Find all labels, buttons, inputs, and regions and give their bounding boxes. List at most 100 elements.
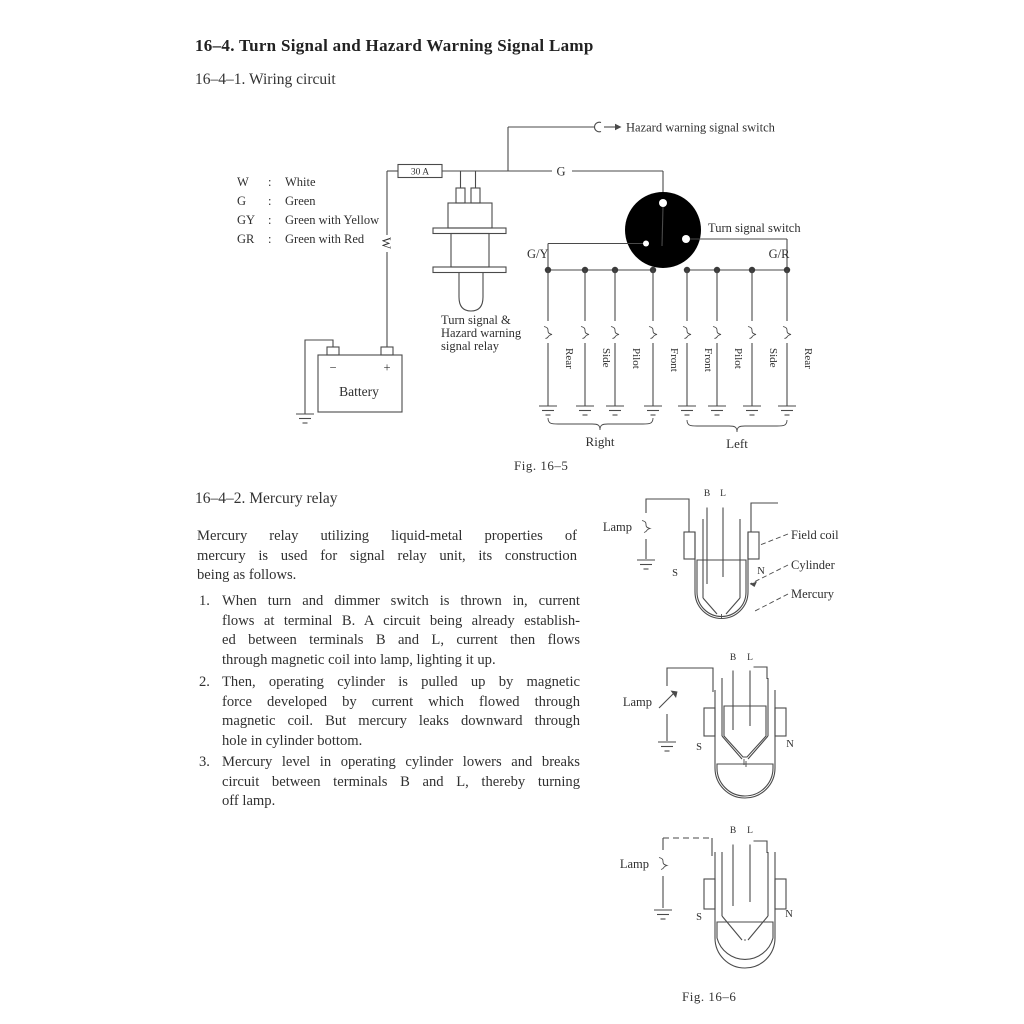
terminal-b-label: B [730, 653, 736, 663]
text-line: force developed by current which flowed … [222, 693, 580, 710]
lamp-label: Pilot [732, 348, 744, 369]
mercury-fill [716, 763, 774, 797]
legend-sep: : [268, 213, 271, 227]
coil-wire [750, 502, 778, 532]
list-number: 1. [199, 593, 210, 609]
legend-code: GY [237, 213, 255, 227]
field-coil-label: Field coil [791, 528, 839, 542]
lamp-label: Lamp [603, 520, 632, 534]
hazard-switch-branch: Hazard warning signal switch [507, 121, 776, 171]
lamp-label: Front [668, 348, 680, 372]
list-number: 3. [199, 754, 210, 770]
turn-switch-label: Turn signal switch [708, 221, 801, 235]
legend-name: Green with Yellow [285, 213, 379, 227]
text-line: magnetic coil. But mercury leaks downwar… [222, 713, 580, 729]
legend-sep: : [268, 194, 271, 208]
text-line: through magnetic coil into lamp, lightin… [222, 651, 496, 668]
section-heading-mercury-relay: 16–4–2. Mercury relay [195, 490, 338, 507]
text-line: hole in cylinder bottom. [222, 732, 363, 749]
text-line: mercury is used for signal relay unit, i… [197, 547, 577, 564]
text-line: When turn and dimmer switch is thrown in… [222, 593, 580, 609]
wire-label-gr: G/R [769, 247, 791, 261]
lamp-label: Side [600, 348, 612, 368]
fuse: 30 A [387, 163, 443, 179]
operating-cylinder [721, 678, 769, 767]
battery-label: Battery [339, 384, 379, 399]
list-item: 2. Then, operating cylinder is pulled up… [197, 673, 580, 751]
pole-n-label: N [757, 566, 765, 577]
legend-code: GR [237, 232, 255, 246]
mercury-relay-state-3: Lamp B L S N [620, 826, 793, 969]
mercury-relay-diagrams: Lamp B L S N Field coil [603, 489, 839, 969]
legend-name: White [285, 175, 316, 189]
battery-minus-terminal: − [329, 361, 336, 375]
lamp-left-side [741, 267, 763, 415]
field-coil [747, 531, 760, 560]
left-group-brace [686, 419, 788, 433]
text-line: ed between terminals B and L, current th… [222, 632, 580, 648]
lamp-label: Side [767, 348, 779, 368]
lamp-right-side [574, 267, 596, 415]
ground-symbol [295, 413, 315, 424]
intro-paragraph: Mercury relay utilizing liquid-metal pro… [197, 527, 577, 586]
field-coil [703, 878, 716, 910]
legend-name: Green with Red [285, 232, 365, 246]
figure-caption: Fig. 16–5 [514, 458, 569, 473]
operating-cylinder [721, 852, 769, 941]
figure-caption: Fig. 16–6 [682, 989, 737, 1004]
text-line: Then, operating cylinder is pulled up by… [222, 674, 580, 690]
terminal-l-label: L [747, 826, 753, 836]
field-coil [683, 531, 696, 560]
mercury-relay-state-2: Lamp B L S N [623, 653, 794, 799]
right-group-brace [547, 417, 654, 431]
mercury-label: Mercury [791, 587, 835, 601]
pole-s-label: S [696, 912, 702, 923]
page-title: 16–4. Turn Signal and Hazard Warning Sig… [195, 36, 594, 55]
lamp-label: Pilot [630, 348, 642, 369]
coil-wire [753, 666, 768, 679]
wire-label-white: W [379, 237, 393, 249]
battery-plus-terminal: + [383, 361, 390, 375]
wire-label-green: G [556, 165, 565, 179]
lamp-label: Front [702, 348, 714, 372]
pole-s-label: S [696, 742, 702, 753]
pole-s-label: S [672, 568, 678, 579]
relay-label-line1: Turn signal & [441, 313, 511, 327]
lamp-label: Rear [563, 348, 575, 369]
mercury-fill [716, 921, 774, 960]
lamp-label: Lamp [623, 695, 652, 709]
mercury-fill [696, 559, 747, 617]
list-item: 3. Mercury level in operating cylinder l… [197, 753, 580, 812]
lamp-right-front [642, 267, 664, 415]
pole-n-label: N [786, 739, 794, 750]
legend-code: W [237, 175, 249, 189]
text-line: Mercury relay utilizing liquid-metal pro… [197, 528, 577, 544]
terminal-b-label: B [704, 489, 710, 499]
list-number: 2. [199, 674, 210, 690]
mercury-fill [723, 705, 767, 758]
vessel [694, 532, 749, 620]
field-coil [774, 878, 787, 910]
text-line: being as follows. [197, 567, 297, 583]
legend-code: G [237, 194, 246, 208]
lamp-label: Rear [802, 348, 814, 369]
mercury-relay-state-1: Lamp B L S N Field coil [603, 489, 839, 620]
connector-symbol [594, 121, 602, 133]
arrow-icon [615, 123, 622, 131]
text-line: off lamp. [222, 793, 276, 809]
lamp-wire [645, 498, 690, 532]
list-item: 1. When turn and dimmer switch is thrown… [197, 592, 580, 670]
lamp-right-pilot [604, 267, 626, 415]
lamp-left-front [676, 267, 698, 415]
section-heading-wiring-circuit: 16–4–1. Wiring circuit [195, 71, 336, 88]
lamp-wire [666, 667, 714, 692]
coil-wire [753, 840, 768, 853]
hazard-switch-label: Hazard warning signal switch [626, 121, 776, 135]
text-line: Mercury level in operating cylinder lowe… [222, 754, 580, 770]
terminal-l-label: L [747, 653, 753, 663]
legend-name: Green [285, 194, 316, 208]
ground-symbol [653, 909, 673, 920]
signal-relay: Turn signal & Hazard warning signal rela… [432, 171, 522, 353]
terminal-l-label: L [720, 489, 726, 499]
field-coil [774, 707, 787, 737]
